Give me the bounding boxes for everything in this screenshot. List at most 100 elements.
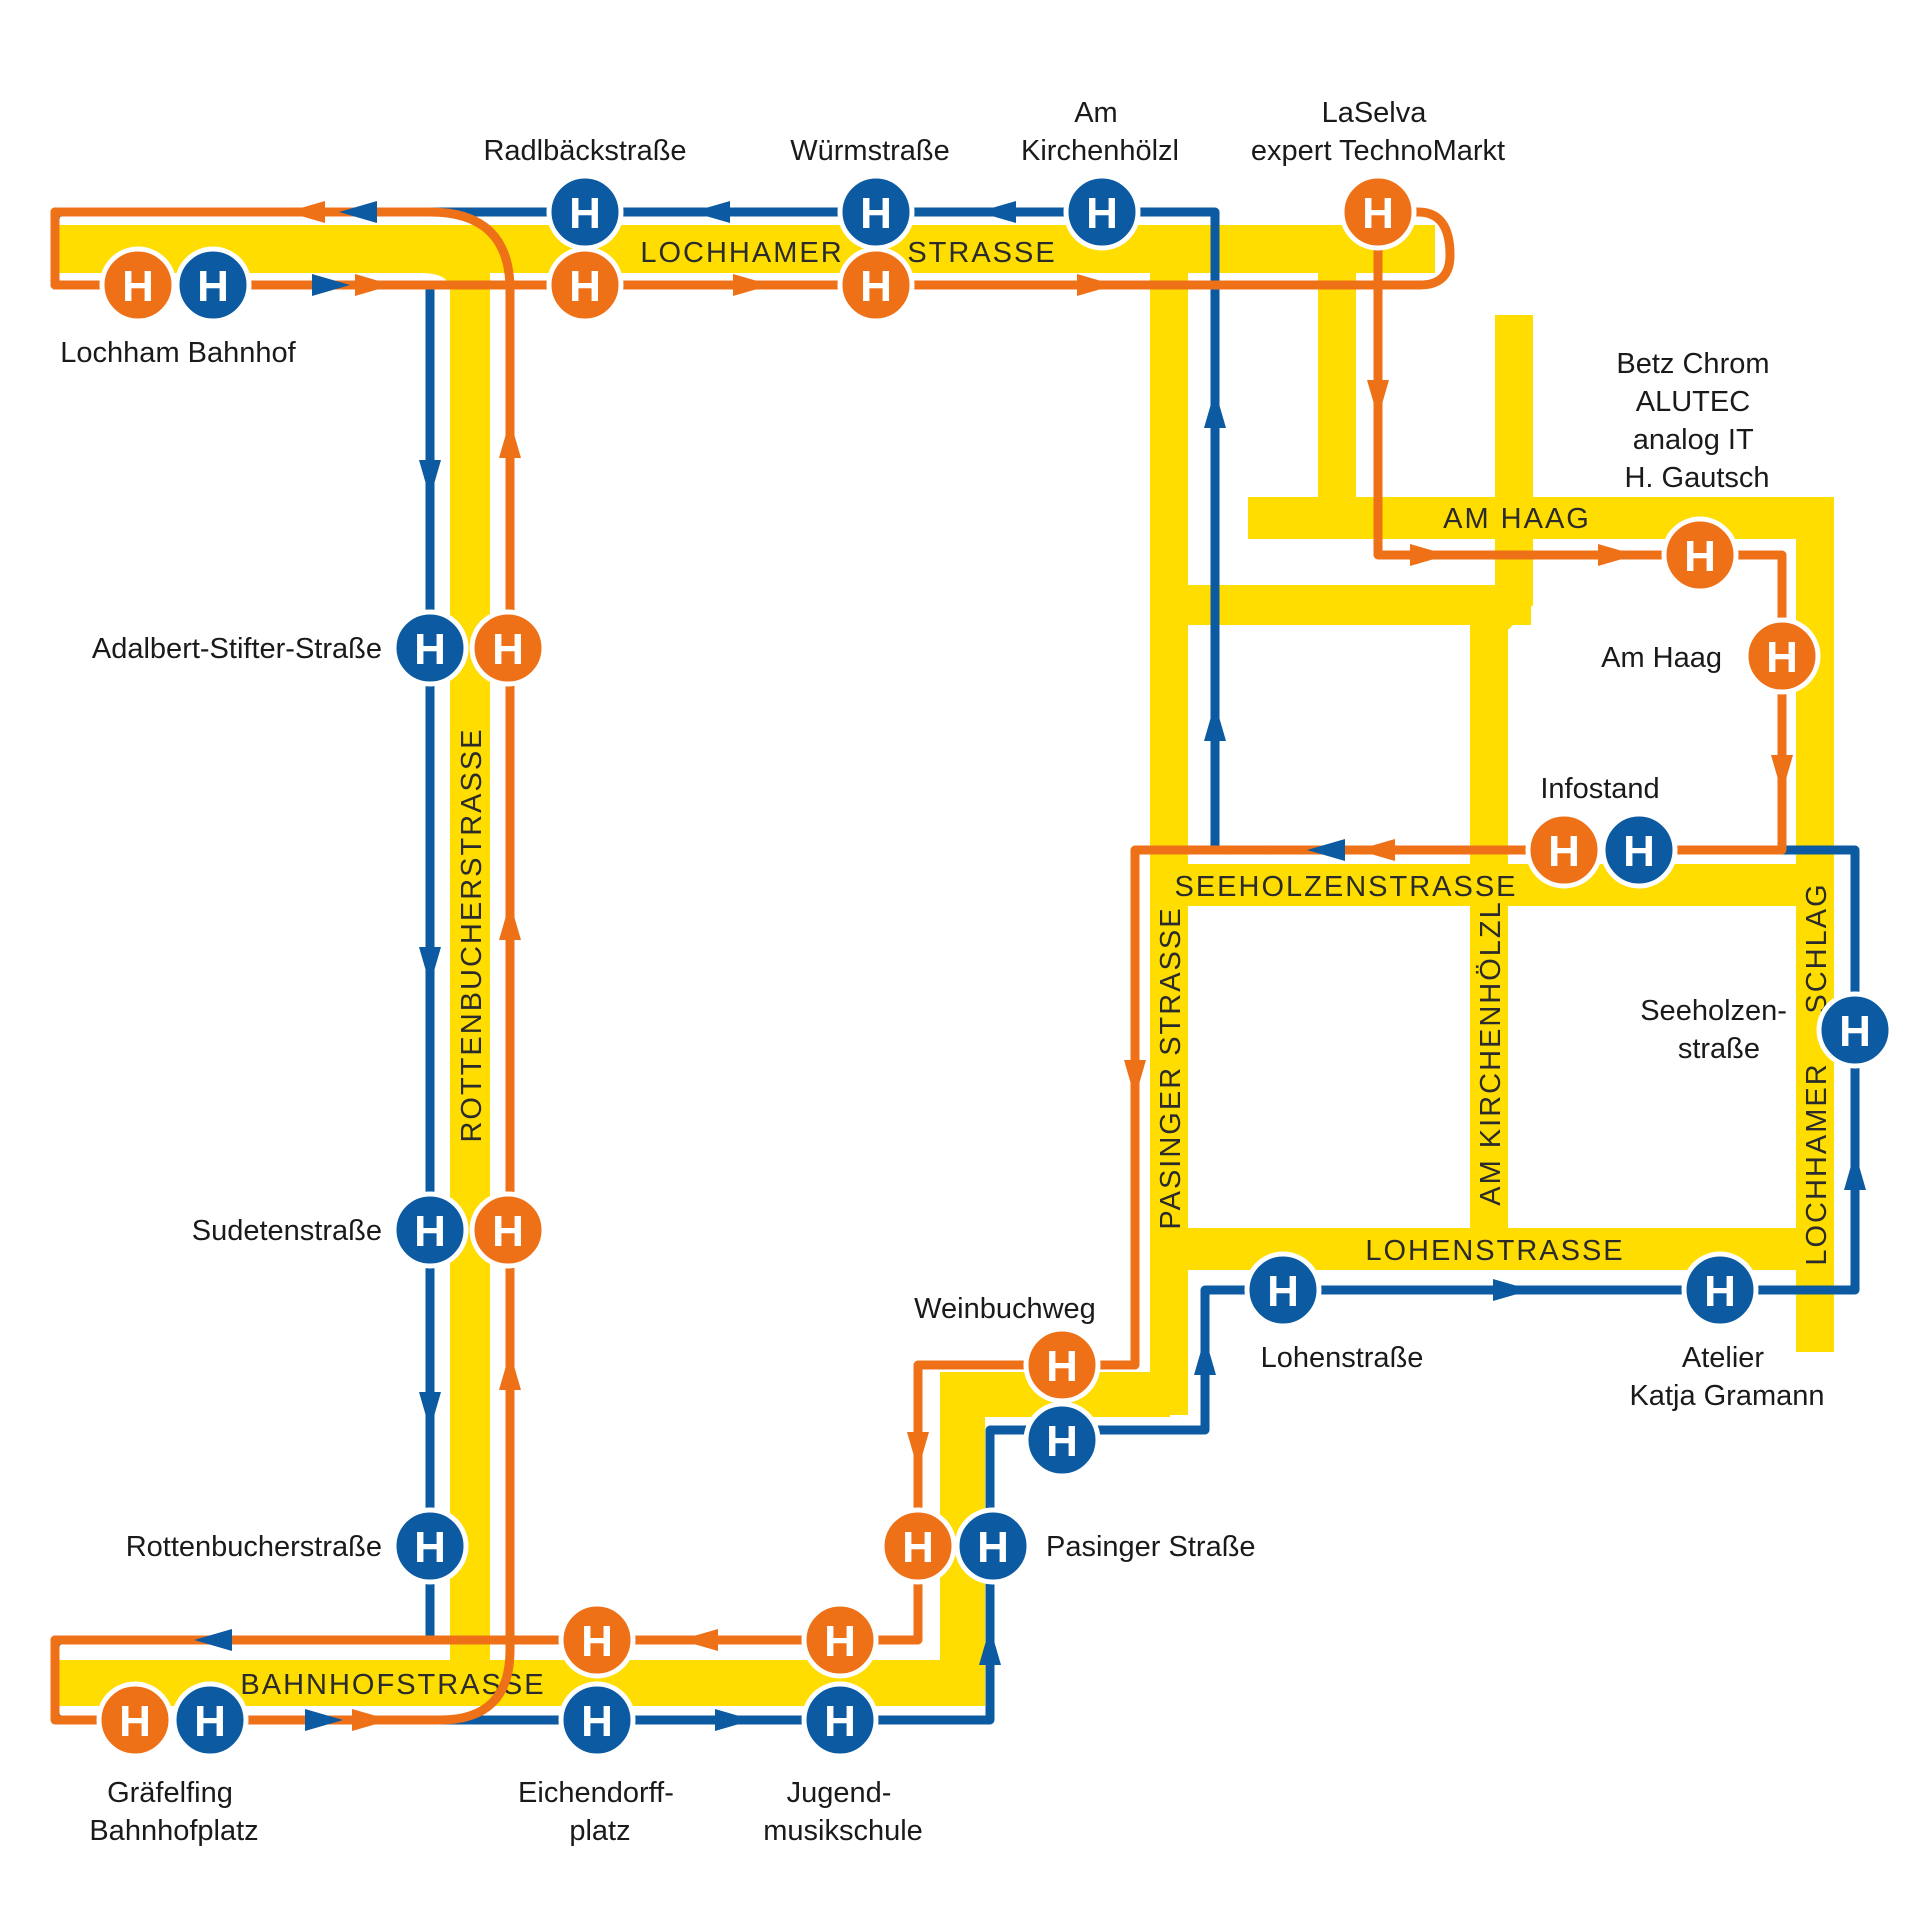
stop-pasinger-orange[interactable]: H [879, 1507, 957, 1585]
orange-arrow-down [907, 1432, 929, 1470]
stop-sudeten-orange[interactable]: H [469, 1191, 547, 1269]
orange-arrow-right [1077, 274, 1115, 296]
blue-arrow-down [419, 947, 441, 985]
street-seeholzen: SEEHOLZENSTRASSE [1174, 871, 1517, 903]
label-graefelfing: Gräfelfing Bahnhofplatz [89, 1777, 258, 1847]
stop-kirchenhoelzl-blue[interactable]: H [1063, 173, 1141, 251]
stop-am-haag-orange[interactable]: H [1743, 617, 1821, 695]
svg-text:H: H [860, 262, 892, 311]
svg-text:H: H [1839, 1007, 1871, 1056]
orange-arrow-right [733, 274, 771, 296]
stop-lochham-blue[interactable]: H [174, 246, 252, 324]
blue-arrow-left [339, 201, 377, 223]
stop-weinbuch-orange[interactable]: H [1023, 1326, 1101, 1404]
label-lochham: Lochham Bahnhof [60, 337, 296, 369]
stop-lohen-blue[interactable]: H [1244, 1251, 1322, 1329]
svg-text:H: H [1684, 532, 1716, 581]
stop-betz-orange[interactable]: H [1661, 516, 1739, 594]
svg-text:H: H [860, 189, 892, 238]
label-wuerm: Würmstraße [790, 135, 950, 167]
blue-arrow-up [1194, 1337, 1216, 1375]
street-am-kirchenhoelzl: AM KIRCHENHÖLZL [1475, 900, 1507, 1206]
svg-text:H: H [194, 1697, 226, 1746]
stop-jugend-orange[interactable]: H [801, 1601, 879, 1679]
street-rottenbucher: ROTTENBUCHERSTRASSE [456, 727, 488, 1142]
stop-jugend-blue[interactable]: H [801, 1681, 879, 1759]
stop-graefelfing-orange[interactable]: H [96, 1681, 174, 1759]
stop-sudeten-blue[interactable]: H [391, 1191, 469, 1269]
orange-arrow-down [1771, 755, 1793, 793]
stop-weinbuch-blue[interactable]: H [1023, 1401, 1101, 1479]
stop-atelier-blue[interactable]: H [1681, 1251, 1759, 1329]
bus-stops: H H H H H H H H H H H H H H H H H H H H … [96, 173, 1894, 1759]
stop-infostand-blue[interactable]: H [1600, 811, 1678, 889]
label-eichendorff: Eichendorff- platz [518, 1777, 682, 1847]
label-betz: Betz Chrom ALUTEC analog IT H. Gautsch [1616, 348, 1777, 494]
label-infostand: Infostand [1540, 773, 1659, 805]
blue-arrow-down [419, 460, 441, 498]
direction-arrows [194, 201, 1866, 1731]
stop-eichendorff-orange[interactable]: H [558, 1601, 636, 1679]
svg-text:H: H [1046, 1342, 1078, 1391]
svg-text:H: H [122, 262, 154, 311]
street-labels: LOCHHAMER STRASSE ROTTENBUCHERSTRASSE AM… [240, 237, 1833, 1701]
svg-text:H: H [977, 1523, 1009, 1572]
svg-text:H: H [1086, 189, 1118, 238]
stop-eichendorff-blue[interactable]: H [558, 1681, 636, 1759]
stop-rottenbucher-blue[interactable]: H [391, 1507, 469, 1585]
orange-route [50, 207, 1787, 1725]
svg-text:H: H [581, 1697, 613, 1746]
orange-arrow-left [1357, 839, 1395, 861]
blue-arrow-left [194, 1629, 232, 1651]
svg-text:H: H [414, 1207, 446, 1256]
orange-arrow-down [1367, 380, 1389, 418]
blue-arrow-left [978, 201, 1016, 223]
label-laselva: LaSelva expert TechnoMarkt [1251, 97, 1505, 167]
orange-arrow-down [1124, 1060, 1146, 1098]
stop-pasinger-blue[interactable]: H [954, 1507, 1032, 1585]
label-kirchenhoelzl: Am Kirchenhölzl [1021, 97, 1179, 167]
orange-arrow-left [680, 1629, 718, 1651]
blue-arrow-right [1493, 1279, 1531, 1301]
label-lohen: Lohenstraße [1261, 1342, 1424, 1374]
svg-text:H: H [492, 625, 524, 674]
stop-radlbaeck-orange[interactable]: H [546, 246, 624, 324]
label-radlbaeck: Radlbäckstraße [483, 135, 686, 167]
stop-adalbert-orange[interactable]: H [469, 609, 547, 687]
svg-text:H: H [824, 1617, 856, 1666]
stop-radlbaeck-blue[interactable]: H [546, 173, 624, 251]
stop-wuerm-blue[interactable]: H [837, 173, 915, 251]
svg-text:H: H [1267, 1267, 1299, 1316]
stop-laselva-orange[interactable]: H [1339, 173, 1417, 251]
label-weinbuch: Weinbuchweg [914, 1293, 1096, 1325]
label-adalbert: Adalbert-Stifter-Straße [92, 633, 382, 665]
stop-seeholzen-blue[interactable]: H [1816, 991, 1894, 1069]
svg-text:H: H [492, 1207, 524, 1256]
label-pasinger: Pasinger Straße [1046, 1531, 1256, 1563]
stop-graefelfing-blue[interactable]: H [171, 1681, 249, 1759]
svg-text:H: H [581, 1617, 613, 1666]
orange-arrow-up [499, 902, 521, 940]
stop-lochham-orange[interactable]: H [99, 246, 177, 324]
stop-adalbert-blue[interactable]: H [391, 609, 469, 687]
svg-text:H: H [197, 262, 229, 311]
blue-arrow-up [979, 1627, 1001, 1665]
label-sudeten: Sudetenstraße [192, 1215, 382, 1247]
orange-arrow-left [287, 201, 325, 223]
label-rottenbucher: Rottenbucherstraße [126, 1531, 382, 1563]
road-network [55, 225, 1834, 1706]
svg-text:H: H [414, 1523, 446, 1572]
svg-text:H: H [1766, 633, 1798, 682]
svg-text:H: H [1362, 189, 1394, 238]
blue-arrow-right [305, 1709, 343, 1731]
street-pasinger: PASINGER STRASSE [1155, 906, 1187, 1229]
street-strasse: STRASSE [907, 237, 1056, 269]
stop-infostand-orange[interactable]: H [1525, 811, 1603, 889]
street-lochhamer-vertical: LOCHHAMER [1801, 1062, 1833, 1265]
blue-arrow-up [1204, 703, 1226, 741]
label-am-haag: Am Haag [1601, 642, 1722, 674]
label-seeholzen: Seeholzen- straße [1640, 995, 1795, 1065]
stop-wuerm-orange[interactable]: H [837, 246, 915, 324]
svg-text:H: H [1548, 827, 1580, 876]
blue-arrow-up [1844, 1152, 1866, 1190]
